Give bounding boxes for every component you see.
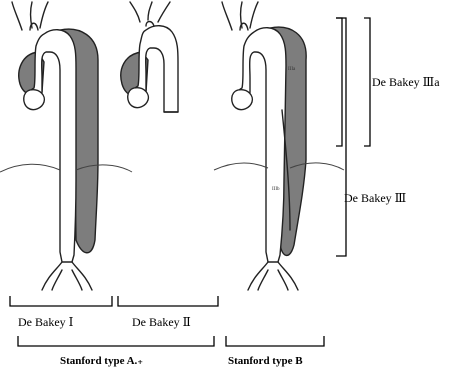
bracket-stanford-a [18, 336, 214, 346]
bracket-debakey-3 [336, 18, 346, 256]
aorta-type-debakey-2 [121, 2, 178, 112]
bracket-debakey-1 [10, 296, 112, 306]
marker-3a: IIIa [288, 67, 296, 72]
bracket-debakey-2 [118, 296, 218, 306]
label-stanford-b: Stanford type B [228, 355, 303, 367]
aorta-type-debakey-3 [222, 2, 306, 290]
label-stanford-a: Stanford type A.₊ [60, 355, 143, 367]
label-debakey-3: De Bakey Ⅲ [344, 191, 406, 205]
bracket-debakey-3a [336, 18, 370, 146]
label-debakey-3a: De Bakey Ⅲa [372, 75, 440, 89]
label-debakey-1: De Bakey Ⅰ [18, 315, 74, 329]
marker-3b: IIIb [272, 187, 280, 192]
aorta-type-debakey-1 [12, 2, 98, 290]
label-debakey-2: De Bakey Ⅱ [132, 315, 191, 329]
bracket-stanford-b [226, 336, 324, 346]
